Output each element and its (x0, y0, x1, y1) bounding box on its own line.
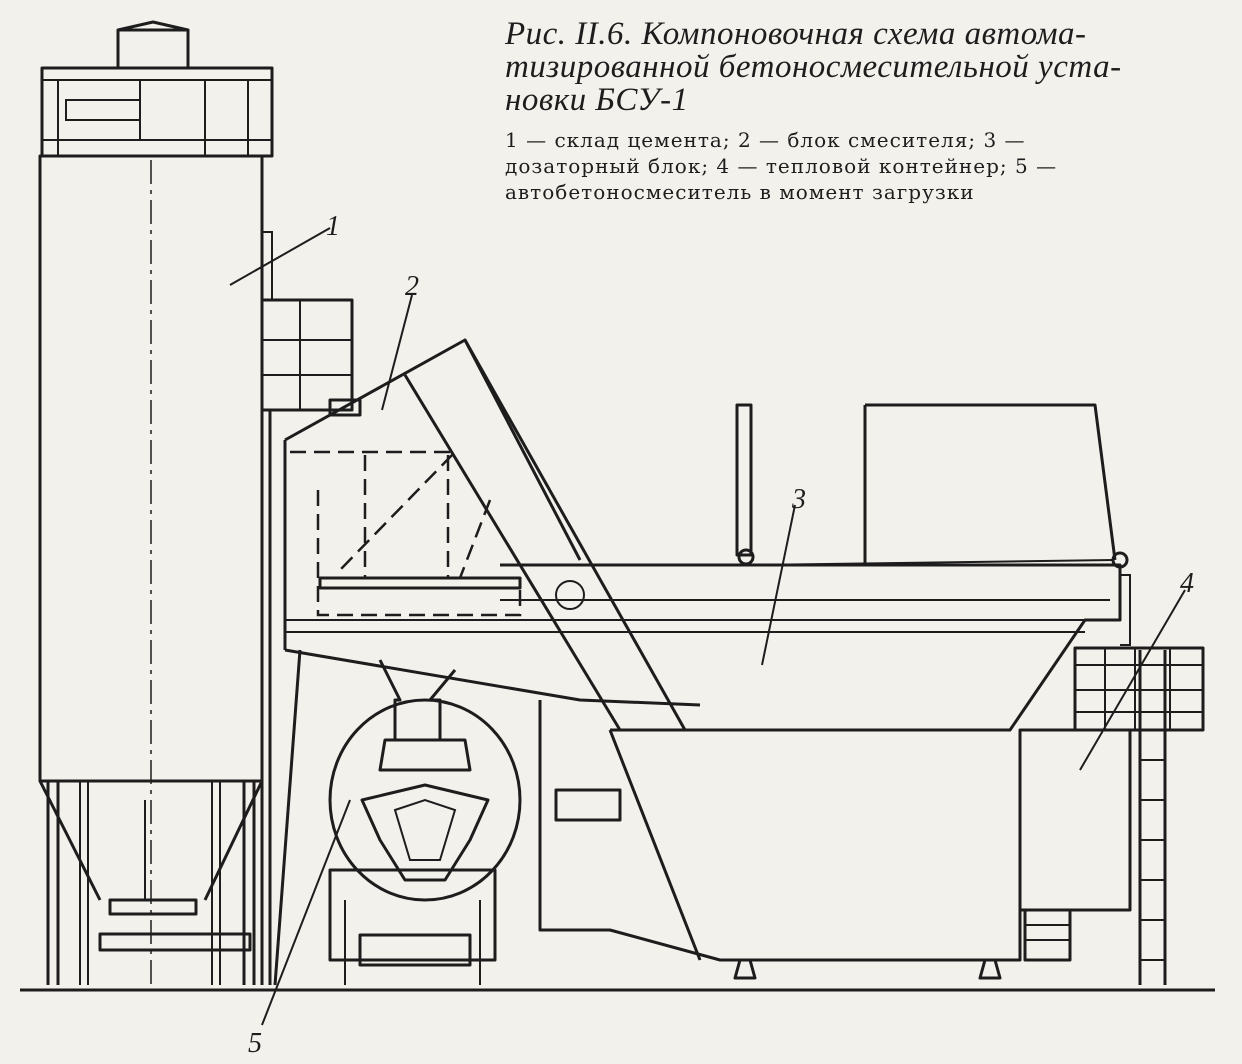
dosing-block (285, 403, 1131, 732)
figure-caption: Рис. II.6. Компоновочная схема автома- т… (505, 18, 1205, 205)
base-block (538, 700, 1022, 980)
access-platform (260, 298, 354, 986)
label-1-cement-silo: 1 (326, 211, 340, 242)
label-2-mixer-block: 2 (405, 271, 419, 302)
label-5-truck-mixer: 5 (248, 1028, 262, 1059)
figure-legend: 1 — склад цемента; 2 — блок смесителя; 3… (505, 128, 1058, 204)
figure-title: Рис. II.6. Компоновочная схема автома- т… (505, 16, 1122, 118)
label-3-dosing-block: 3 (791, 484, 806, 515)
inclined-conveyor (403, 339, 687, 731)
truck-mixer (328, 698, 522, 985)
leader-lines (229, 227, 1186, 1026)
label-4-thermal-container: 4 (1180, 568, 1194, 599)
thermal-container (1018, 646, 1205, 985)
mixer-block (283, 338, 701, 742)
